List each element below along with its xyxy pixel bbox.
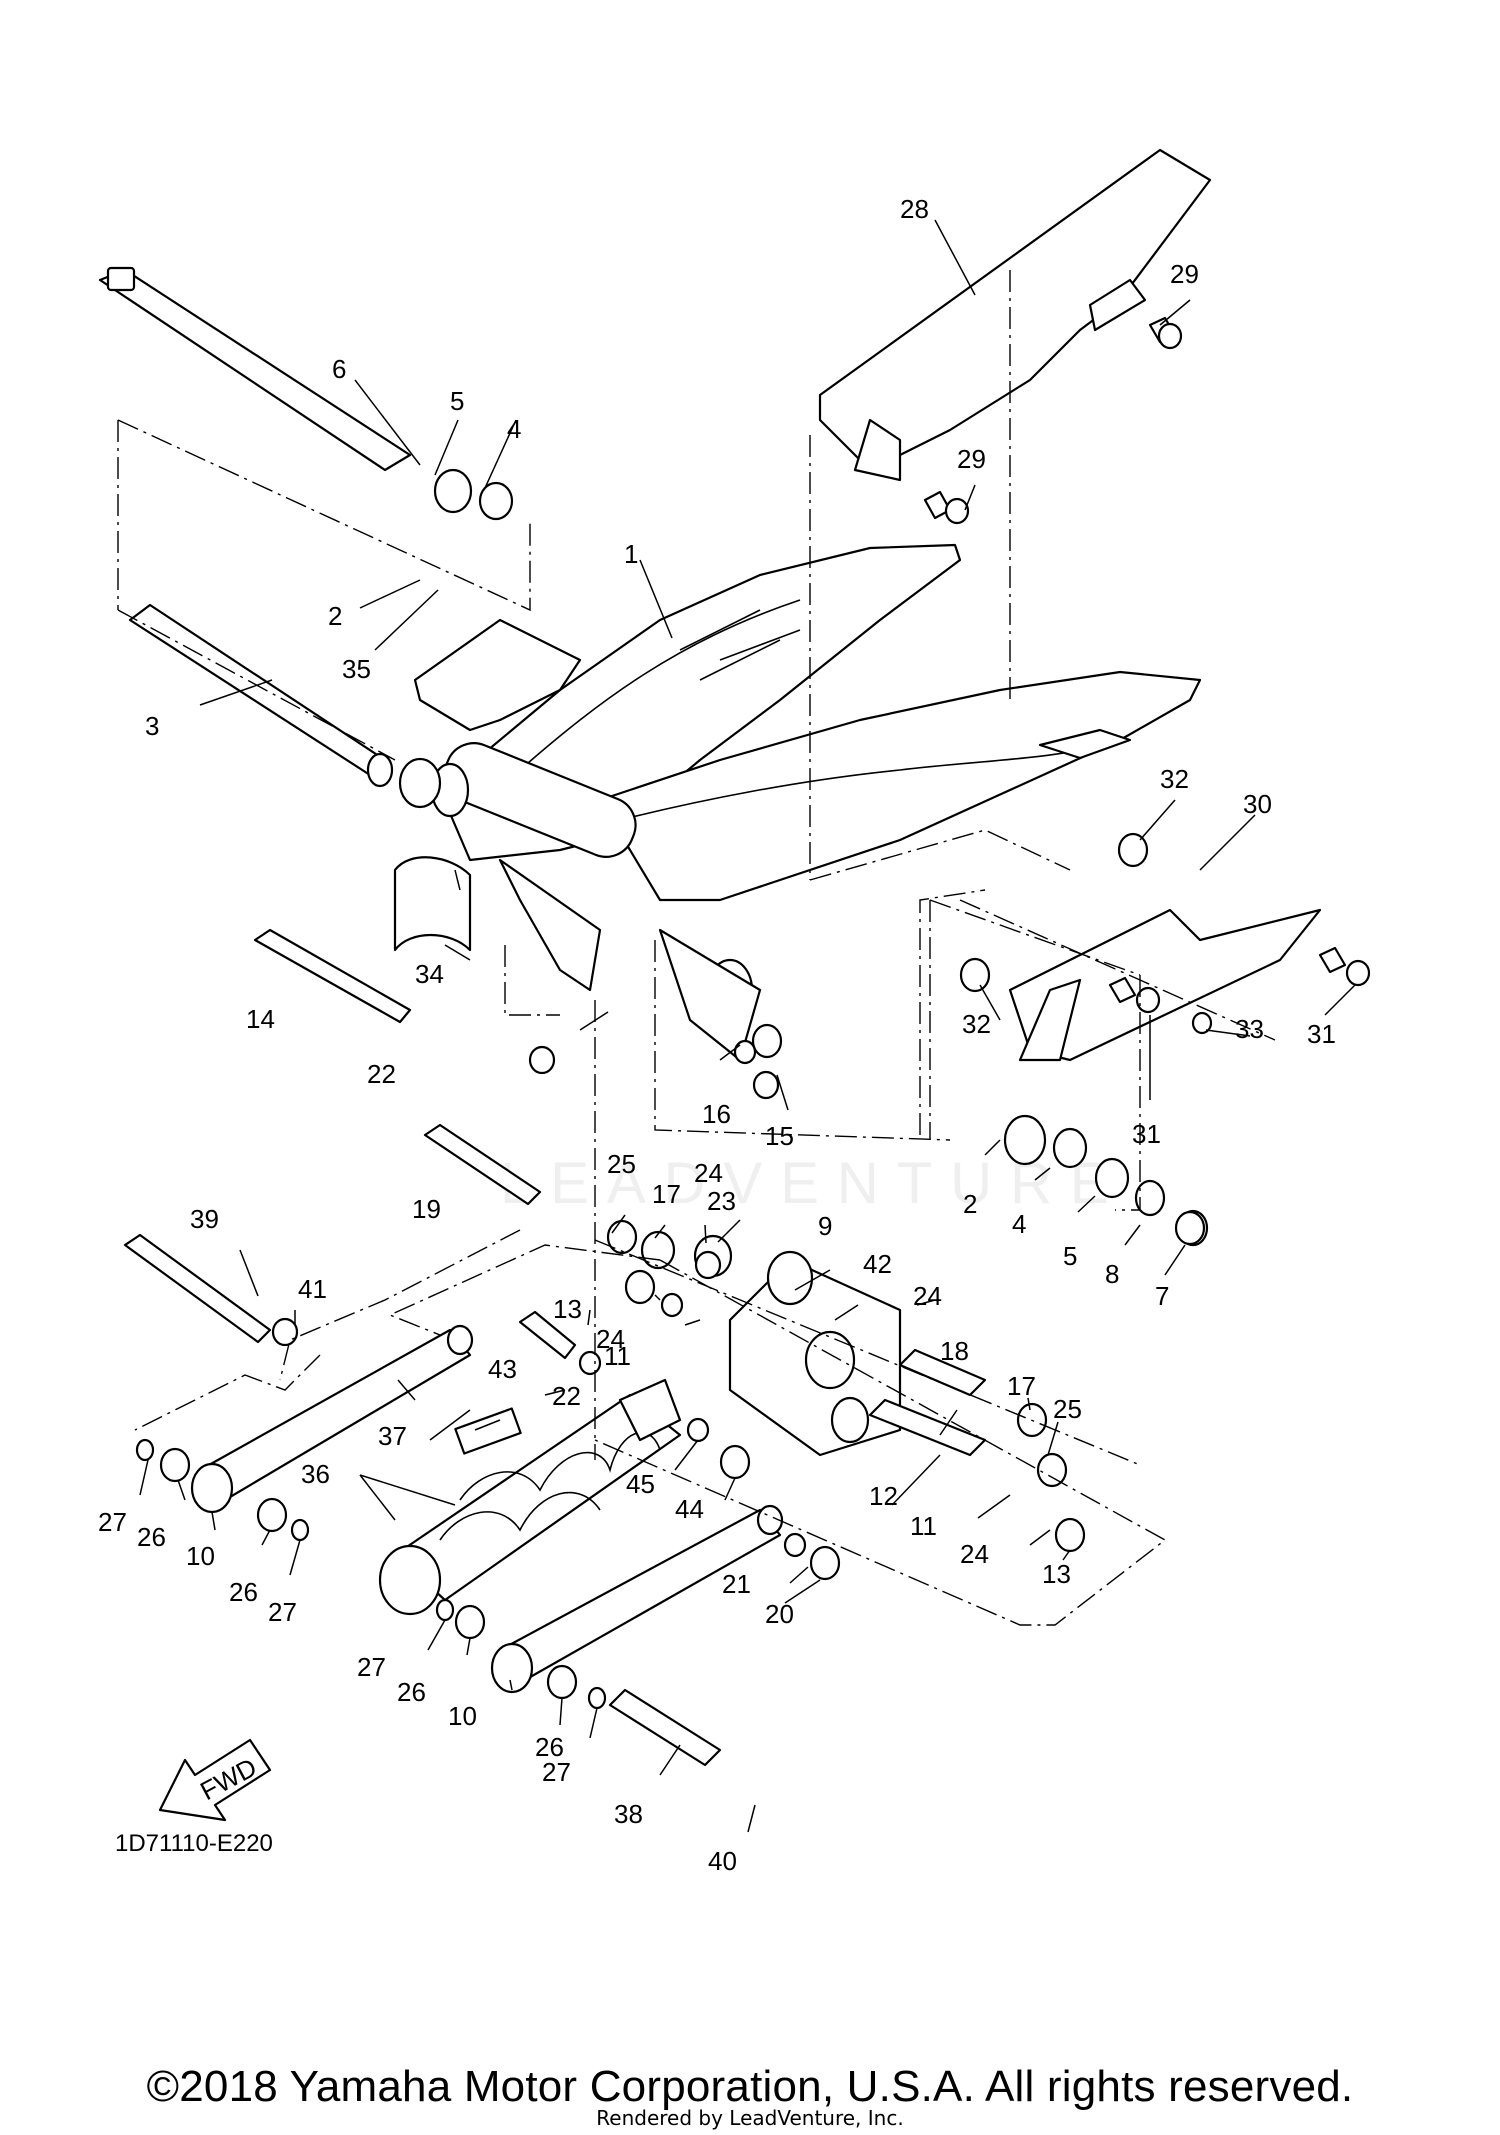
collars-pads-drawing bbox=[393, 618, 1322, 1767]
callout-39: 39 bbox=[190, 1204, 219, 1234]
callout-28: 28 bbox=[900, 194, 929, 224]
callout-14: 14 bbox=[246, 1004, 275, 1034]
callout-7: 7 bbox=[1155, 1281, 1169, 1311]
callout-43: 43 bbox=[488, 1354, 517, 1384]
callout-3: 3 bbox=[145, 711, 159, 741]
callout-22-b: 22 bbox=[552, 1381, 581, 1411]
callout-30: 30 bbox=[1243, 789, 1272, 819]
callout-31-b: 31 bbox=[1132, 1119, 1161, 1149]
callout-22: 22 bbox=[367, 1059, 396, 1089]
callout-11: 11 bbox=[604, 1341, 631, 1371]
relay-arm-drawing bbox=[728, 1250, 902, 1457]
callout-8: 8 bbox=[1105, 1259, 1119, 1289]
callout-21: 21 bbox=[722, 1569, 751, 1599]
callout-17: 17 bbox=[652, 1179, 681, 1209]
callout-2: 2 bbox=[328, 601, 342, 631]
links-drawing bbox=[190, 1324, 784, 1694]
callout-24: 24 bbox=[694, 1158, 723, 1188]
callout-16: 16 bbox=[702, 1099, 731, 1129]
callout-41: 41 bbox=[298, 1274, 327, 1304]
callout-18: 18 bbox=[940, 1336, 969, 1366]
callout-24-d: 24 bbox=[960, 1539, 989, 1569]
callout-44: 44 bbox=[675, 1494, 704, 1524]
callout-6: 6 bbox=[332, 354, 346, 384]
copyright-notice: ©2018 Yamaha Motor Corporation, U.S.A. A… bbox=[146, 2062, 1354, 2111]
callout-12: 12 bbox=[869, 1481, 898, 1511]
rendered-by-notice: Rendered by LeadVenture, Inc. bbox=[596, 2106, 904, 2130]
callout-27-d: 27 bbox=[542, 1757, 571, 1787]
callout-2-b: 2 bbox=[963, 1189, 977, 1219]
callout-4-b: 4 bbox=[1012, 1209, 1026, 1239]
callout-27: 27 bbox=[98, 1507, 127, 1537]
callout-29-b: 29 bbox=[957, 444, 986, 474]
callout-27-c: 27 bbox=[357, 1652, 386, 1682]
callout-32-b: 32 bbox=[962, 1009, 991, 1039]
callout-25-b: 25 bbox=[1053, 1394, 1082, 1424]
callout-40: 40 bbox=[708, 1846, 737, 1876]
callout-5-b: 5 bbox=[1063, 1241, 1077, 1271]
callout-10-b: 10 bbox=[448, 1701, 477, 1731]
callout-26-b: 26 bbox=[229, 1577, 258, 1607]
callout-4: 4 bbox=[507, 414, 521, 444]
callout-38: 38 bbox=[614, 1799, 643, 1829]
callout-33: 33 bbox=[1235, 1014, 1264, 1044]
callout-24-c: 24 bbox=[913, 1281, 942, 1311]
callout-29: 29 bbox=[1170, 259, 1199, 289]
callout-42: 42 bbox=[863, 1249, 892, 1279]
fwd-arrow-icon: FWD bbox=[158, 1738, 272, 1822]
callout-25: 25 bbox=[607, 1149, 636, 1179]
callout-11-b: 11 bbox=[910, 1511, 937, 1541]
small-hardware-drawing bbox=[733, 316, 1371, 1246]
callout-26: 26 bbox=[137, 1522, 166, 1552]
callout-37: 37 bbox=[378, 1421, 407, 1451]
callout-34: 34 bbox=[415, 959, 444, 989]
callout-9: 9 bbox=[818, 1211, 832, 1241]
assembly-lines bbox=[117, 270, 1276, 1626]
callout-26-d: 26 bbox=[535, 1732, 564, 1762]
callout-13: 13 bbox=[553, 1294, 582, 1324]
chain-guard-drawing bbox=[818, 148, 1212, 482]
callout-17-b: 17 bbox=[1007, 1371, 1036, 1401]
callout-15: 15 bbox=[765, 1121, 794, 1151]
callout-24-b: 24 bbox=[596, 1324, 625, 1354]
callout-45: 45 bbox=[626, 1469, 655, 1499]
callout-13-b: 13 bbox=[1042, 1559, 1071, 1589]
callout-23: 23 bbox=[707, 1186, 736, 1216]
diagram-code: 1D71110-E220 bbox=[115, 1830, 273, 1857]
callout-10: 10 bbox=[186, 1541, 215, 1571]
callout-35: 35 bbox=[342, 654, 371, 684]
callout-5: 5 bbox=[450, 386, 464, 416]
callout-27-b: 27 bbox=[268, 1597, 297, 1627]
callout-20: 20 bbox=[765, 1599, 794, 1629]
callout-1: 1 bbox=[624, 539, 638, 569]
swingarm-drawing bbox=[430, 543, 1202, 1062]
callout-19: 19 bbox=[412, 1194, 441, 1224]
pivot-shaft-drawing bbox=[98, 266, 412, 788]
callout-26-c: 26 bbox=[397, 1677, 426, 1707]
bolts-drawing bbox=[123, 928, 577, 1360]
callout-36: 36 bbox=[301, 1459, 330, 1489]
leader-lines bbox=[139, 219, 1356, 1833]
callout-labels: 1 2 2 3 4 4 5 5 6 7 8 9 10 10 11 11 12 1… bbox=[98, 194, 1336, 1876]
watermark: LEADVENTURE bbox=[500, 1151, 1127, 1216]
callout-32: 32 bbox=[1160, 764, 1189, 794]
callout-31: 31 bbox=[1307, 1019, 1336, 1049]
